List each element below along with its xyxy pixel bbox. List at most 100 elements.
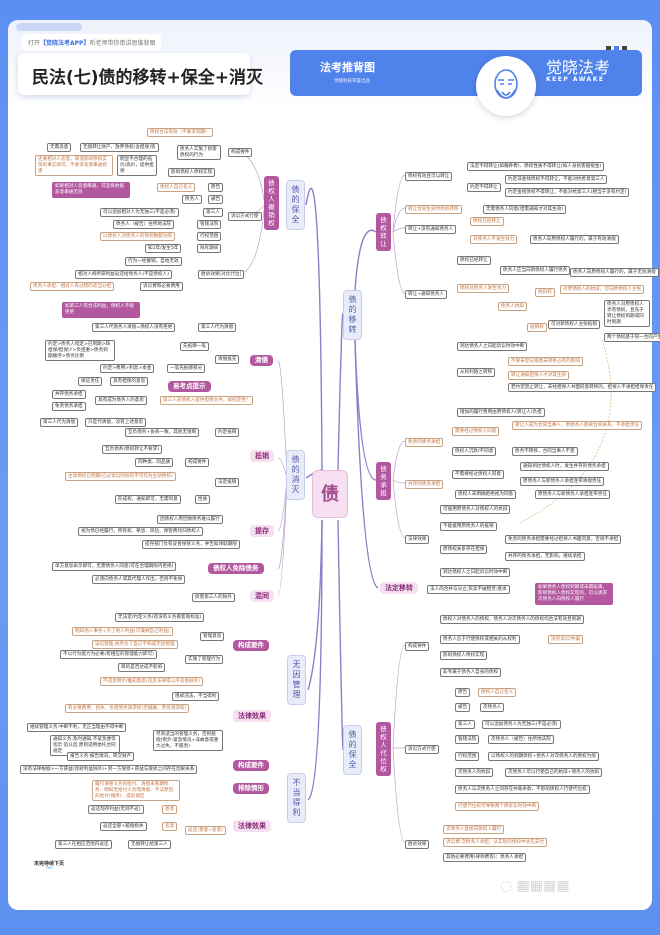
mindmap-node: 第三人向债权人提供担保文件，如何定性？: [160, 396, 254, 405]
mindmap-node: 债务人抗辩: [498, 302, 527, 311]
mindmap-node: 阻却违法，不当得利: [172, 692, 220, 701]
mindmap-node: 债的保全: [343, 725, 362, 775]
mindmap-node: 债务人: [182, 195, 202, 204]
mindmap-node: 次债务人的抗辩: [455, 768, 494, 777]
mindmap-node: 债的移转: [343, 290, 362, 340]
mindmap-node: 抗辩权: [535, 288, 555, 297]
mindmap-node: 构成要件: [233, 760, 269, 771]
mindmap-node: 诉讼费和必要费用: [140, 282, 183, 291]
mindmap-node: 不当得利: [287, 773, 306, 823]
mindmap-node: 债务人承担、相对人有过错的适当分担: [30, 282, 115, 291]
mindmap-node: 原债权关系存在担保: [440, 545, 488, 554]
mindmap-node: 无需债务人同意(但需通知才对其生效): [483, 205, 567, 214]
mindmap-node: 因债权人原因致债务难以履行: [157, 515, 223, 524]
mindmap-node: 转让通知担保人才对其生效: [508, 371, 570, 380]
mindmap-node: 具有成为债务人的意思: [95, 396, 147, 405]
mindmap-node: 次债务人直接向债权人履行: [443, 825, 505, 834]
mindmap-node: 诉讼方式行使: [405, 745, 439, 754]
brand-name: 觉晓法考: [546, 58, 611, 77]
mindmap-node: 不受未登记或者未转移占有的影响: [508, 357, 583, 366]
mindmap-node: 单方意思表示即可，无需债务人同意(可在合理期限内拒绝): [52, 562, 177, 571]
mindmap-node: 第三人在相应范围内返还: [55, 840, 112, 849]
mindmap-node: 债权人自己名义: [157, 183, 196, 192]
mindmap-node: 转让+没有通知债务人: [405, 225, 457, 234]
mindmap-node: 可以追加债务人为无独三(不是必须): [482, 720, 561, 729]
mindmap-node: 第三人代债务人清偿=债权人没有拒绝: [92, 323, 176, 332]
mindmap-node: 互负债务+协商一致，其他无限制: [125, 428, 200, 437]
mindmap-node: 债权人免除债务: [208, 563, 264, 574]
mindmap-node: 次债务人可以行使自己的抗辩+债务人的抗辩: [505, 768, 603, 777]
mindmap-node: 债的消灭: [286, 450, 305, 500]
mindmap-node: 构成要件: [185, 458, 210, 467]
mindmap-node: 返还全部+赔偿损失: [100, 822, 147, 831]
mindmap-node: 并存的债务承担，无影响，继续承担: [505, 552, 585, 561]
mindmap-node: 债权合法有效（不要求到期）: [147, 128, 213, 137]
mindmap-node: 并存的债务承担: [405, 480, 444, 489]
mindmap-node: 还要相对人恶意，知道影响债权实现的事实即可，不要求恶意串通损害: [35, 155, 113, 176]
mindmap-node: 债权有效且可以转让: [405, 172, 453, 181]
mindmap-node: 债权人未明确拒绝视为同意: [455, 490, 517, 499]
mindmap-node: 无偿转让财产、放弃债权(含担保)等: [80, 143, 159, 152]
banner-subtitle: 觉晓科技荣誉出品: [334, 79, 370, 84]
mindmap-node: 行为一经撤销，自始无效: [125, 257, 182, 266]
mindmap-node: 第三人代为清偿: [198, 323, 237, 332]
mindmap-node: 先抵哪一笔: [180, 342, 209, 351]
app-name-link[interactable]: 【觉晓法考APP】: [40, 40, 90, 47]
mindmap-node: 一笔先抵哪部分: [167, 364, 206, 373]
mindmap-node: 债务人实施了损害债权的行为: [177, 145, 221, 160]
mindmap-node: 易考点提示: [168, 381, 211, 392]
banner-title: 法考推背图: [320, 61, 375, 74]
mindmap-node: 行使代位权可导致两个债诉讼时效中断: [455, 802, 540, 811]
mindmap-node: 被告: [455, 703, 471, 712]
mindmap-node: 管理意思: [200, 632, 225, 641]
mindmap-node: 抵销: [250, 450, 274, 462]
mindmap-node: 法律效果: [233, 710, 271, 722]
mindmap-node: 从权利随之转移: [457, 368, 496, 377]
mindmap-node: 互负债务(债权转让不要求): [102, 445, 163, 454]
mindmap-node: 债权人对债务人的债权、债务人对次债务人的债权均合法有效且到期: [440, 615, 584, 624]
mindmap-node: 免责债务承担: [52, 402, 86, 411]
mindmap-node: 其他必要费用(律师费等)：债务人承担: [443, 853, 527, 862]
mindmap-node: 法定抵销: [215, 478, 240, 487]
mindmap-node: 原告: [208, 183, 224, 192]
mindmap-node: 约定非金钱债权不得转让，不能对抗善意第三人: [505, 175, 608, 184]
mindmap-node: 若约定禁止转让，未经担保人书面同意转移的，担保人不承担担保责任: [508, 383, 657, 392]
mindmap-node: 诉讼费:次债务人承担，从实现的债权中优先支付: [443, 838, 548, 847]
mindmap-node: 免责的债务承担: [405, 438, 444, 447]
mindmap-node: 法律效果: [233, 820, 271, 832]
mindmap-node: 免责的债务承担需要经过担保人书面同意，否则不承担: [505, 535, 622, 544]
mindmap-node: 转让+通知债务人: [405, 290, 448, 299]
mindmap-node: 第三人代为清偿: [40, 418, 79, 427]
mindmap-node: 履行道德义务的给付、清偿未到期债务、明知无给付义务而清偿、不法原因的给付(赌债)…: [92, 780, 180, 801]
mindmap-node: 可对新债权人主张抵销: [548, 320, 600, 329]
mindmap-node: 不以行为能力为必要(有相应的管理能力即可): [60, 650, 157, 659]
mindmap-node: 债权人撤销权: [264, 176, 279, 230]
mindmap-node: 明知他人事务+为了他人利益(可兼顾自己利益): [72, 627, 173, 636]
mindmap-node: 原债务人与新债务人承担连带责任: [535, 490, 610, 499]
mindmap-node: 可以追加相对人为无独三(不是必须): [100, 208, 179, 217]
header-tab-decoration: [16, 23, 82, 31]
mindmap-node: 无法定/约定义务(有没有义务看客观标准): [115, 613, 205, 622]
mindmap-node: 具有担保的意思: [110, 377, 149, 386]
mindmap-node: 不能援用原债务人的抵销: [440, 522, 497, 531]
mindmap-node: 以债权人对债务人的债权数额为限: [100, 232, 175, 241]
mindmap-node: 胜诉效果: [405, 840, 430, 849]
mindmap-node: 债务人应当向新债权人履行债务: [500, 266, 571, 275]
mindmap-node: 债权转让: [376, 213, 391, 251]
mindmap-node: 对原债权人的抗辩，可向新债权人主张: [560, 285, 645, 294]
mindmap-node: 约定不得转让: [467, 183, 501, 192]
dots-decoration: [606, 46, 627, 51]
mindmap-node: 约定金钱债权不得转让，不能对抗第三人(相当于没有约定): [505, 188, 630, 197]
mindmap-node: 通知到达债权人时，发生并存的债务承担: [520, 462, 609, 471]
mindmap-node: 无偿转让给第三人: [128, 840, 171, 849]
mindmap-node: 债务人对原债权人享有债权，且先于转让债权到期或同时到期: [604, 300, 650, 327]
mindmap-node: 报告义务:报告情况，转交财产: [67, 752, 135, 761]
mindmap-node: 无因管理: [287, 655, 306, 705]
mindmap-node: 可援用原债务人对债权人的抗辩: [440, 505, 511, 514]
mindmap-node: 两个债权基于同一合同产生: [604, 333, 660, 342]
brand-logo-icon: [476, 56, 536, 116]
mindmap-node: 并存债务承担: [52, 390, 86, 399]
mindmap-node: 形成权，通知即可，无需同意: [115, 495, 181, 504]
brand-banner: 法考推背图 觉晓科技荣誉出品: [290, 50, 642, 96]
mindmap-node: 债务人（被告）住所地法院: [113, 220, 175, 229]
